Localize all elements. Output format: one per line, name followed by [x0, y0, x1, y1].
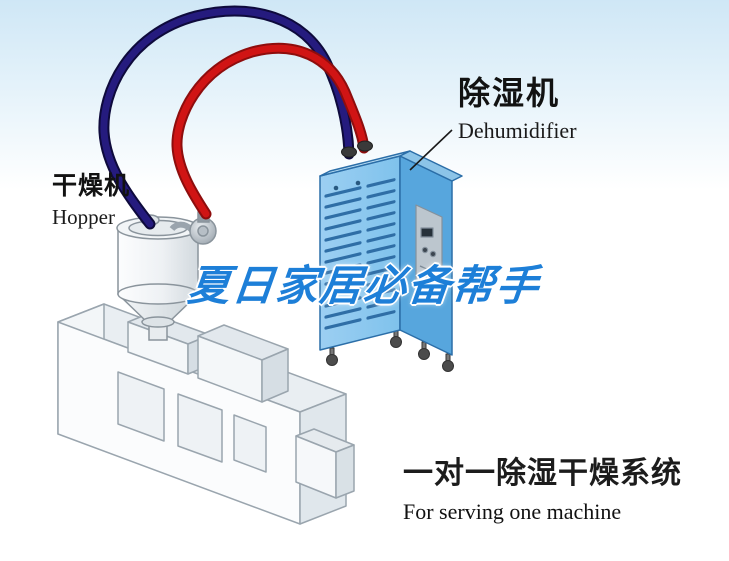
caster-wheels — [326, 329, 454, 372]
hopper-blower-hub — [197, 225, 209, 237]
hopper-label-en: Hopper — [52, 205, 115, 229]
red-supply-hose — [171, 42, 370, 220]
system-caption-en: For serving one machine — [403, 499, 622, 524]
hopper-label-cn: 干燥机 — [52, 171, 131, 200]
vent-louvers — [324, 178, 396, 330]
extruder-machine — [57, 303, 355, 525]
system-caption-cn: 一对一除湿干燥系统 — [403, 456, 682, 491]
navy-return-hose — [98, 5, 355, 230]
panel-display — [420, 227, 434, 238]
system-caption: 一对一除湿干燥系统 For serving one machine — [403, 448, 682, 525]
extruder-gearbox — [197, 324, 289, 403]
extruder-outfeed-box — [295, 428, 355, 499]
hopper-label: 干燥机 Hopper — [52, 166, 130, 230]
dehumidifier-label-cn: 除湿机 — [458, 74, 561, 112]
panel-button — [429, 250, 437, 258]
dehumidifier-unit — [319, 150, 463, 372]
hopper-body-bottom — [117, 283, 199, 305]
dehumidifier-pointer-line — [409, 129, 453, 171]
screw-dot — [355, 180, 361, 186]
hopper-dryer — [116, 211, 217, 341]
dehumidifier-top-side-face — [399, 150, 463, 182]
extruder-panel — [177, 393, 223, 463]
sky-gradient — [0, 0, 729, 190]
panel-button — [421, 246, 429, 254]
hose-connector — [341, 146, 357, 158]
control-panel — [415, 204, 443, 301]
screw-dot — [333, 185, 339, 191]
panel-markings — [419, 265, 439, 283]
dehumidifier-label-en: Dehumidifier — [458, 118, 577, 143]
extruder-panel — [233, 414, 267, 473]
extruder-panel — [117, 371, 165, 442]
headline-text: 夏日家居必备帮手 — [185, 261, 543, 310]
hose-connector — [357, 140, 373, 152]
hopper-flange — [141, 316, 175, 328]
dehumidifier-label: 除湿机 Dehumidifier — [458, 68, 577, 144]
